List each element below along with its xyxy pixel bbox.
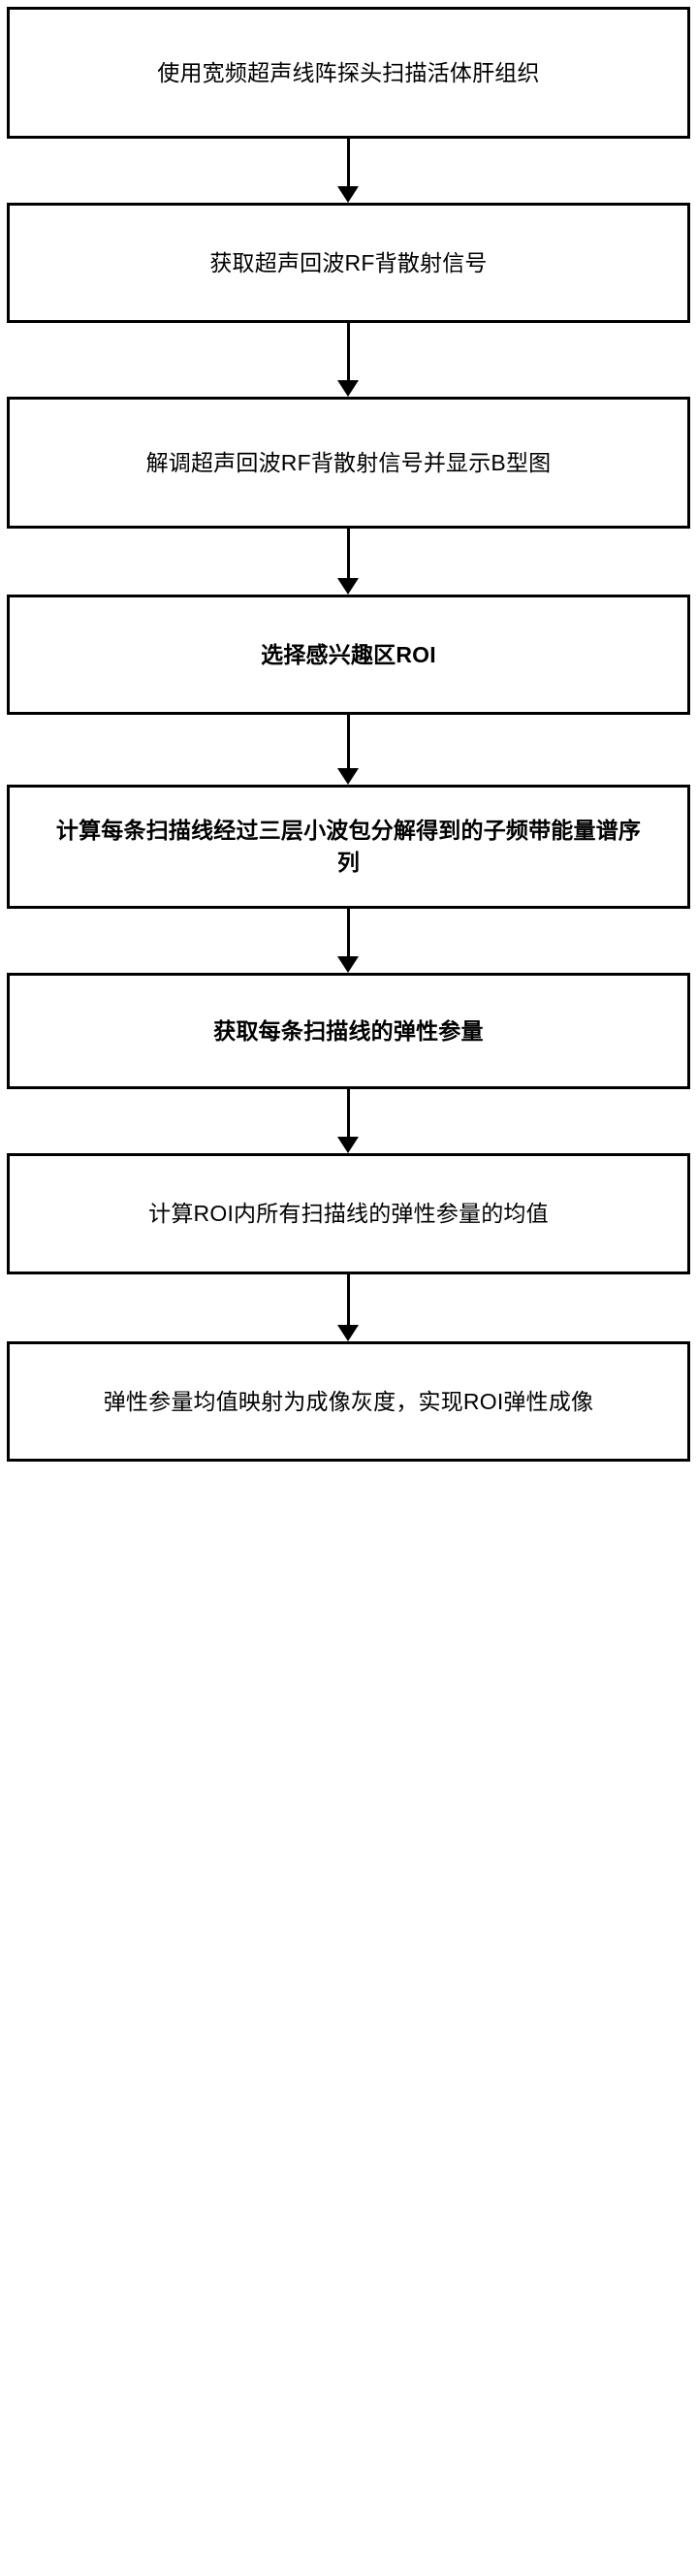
flowchart-node-step-3: 解调超声回波RF背散射信号并显示B型图 xyxy=(7,397,690,529)
flowchart-node-label: 获取每条扫描线的弹性参量 xyxy=(213,1017,484,1044)
flowchart-edge-1-line xyxy=(347,139,350,186)
flowchart-edge-5-line xyxy=(347,909,350,956)
flowchart-node-step-1: 使用宽频超声线阵探头扫描活体肝组织 xyxy=(7,7,690,139)
flowchart-edge-2-line xyxy=(347,323,350,380)
flowchart-edge-2-arrowhead-icon xyxy=(337,380,359,397)
flowchart-node-step-5: 计算每条扫描线经过三层小波包分解得到的子频带能量谱序列 xyxy=(7,785,690,909)
flowchart-node-step-2: 获取超声回波RF背散射信号 xyxy=(7,203,690,323)
flowchart-node-label: 解调超声回波RF背散射信号并显示B型图 xyxy=(145,449,552,475)
flowchart-edge-6-arrowhead-icon xyxy=(337,1137,359,1153)
flowchart-edge-5-arrowhead-icon xyxy=(337,956,359,973)
flowchart-edge-7-arrowhead-icon xyxy=(337,1325,359,1341)
flowchart-edge-4-line xyxy=(347,715,350,768)
flowchart-node-step-7: 计算ROI内所有扫描线的弹性参量的均值 xyxy=(7,1153,690,1274)
flowchart-edge-1-arrowhead-icon xyxy=(337,186,359,203)
flowchart-node-label: 选择感兴趣区ROI xyxy=(261,641,436,667)
flowchart-edge-3-line xyxy=(347,529,350,578)
flowchart-edge-4-arrowhead-icon xyxy=(337,768,359,785)
flowchart-node-label: 弹性参量均值映射为成像灰度，实现ROI弹性成像 xyxy=(103,1388,594,1414)
flowchart-node-step-6: 获取每条扫描线的弹性参量 xyxy=(7,973,690,1089)
flowchart-edge-6-line xyxy=(347,1089,350,1137)
flowchart-node-label: 计算每条扫描线经过三层小波包分解得到的子频带能量谱序列 xyxy=(55,818,642,875)
flowchart-node-label: 使用宽频超声线阵探头扫描活体肝组织 xyxy=(157,59,540,85)
flowchart-node-label: 获取超声回波RF背散射信号 xyxy=(209,249,488,275)
flowchart-node-step-8: 弹性参量均值映射为成像灰度，实现ROI弹性成像 xyxy=(7,1341,690,1462)
flowchart-edge-3-arrowhead-icon xyxy=(337,578,359,595)
flowchart-edge-7-line xyxy=(347,1274,350,1325)
flowchart-node-step-4: 选择感兴趣区ROI xyxy=(7,595,690,715)
flowchart-node-label: 计算ROI内所有扫描线的弹性参量的均值 xyxy=(148,1201,549,1227)
